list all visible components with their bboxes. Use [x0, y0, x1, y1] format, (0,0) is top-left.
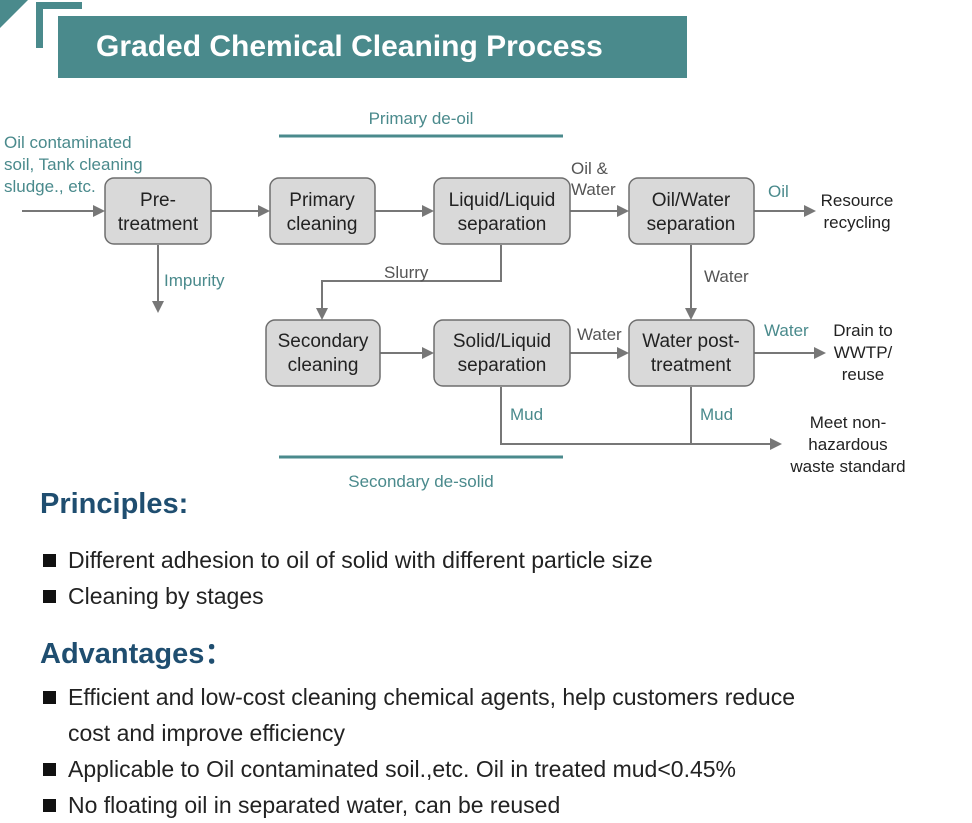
box-label: separation	[458, 355, 547, 376]
oil-water-label-line-1: Oil &	[571, 159, 609, 178]
principle-text: Different adhesion to oil of solid with …	[68, 547, 653, 573]
box-label: separation	[647, 214, 736, 235]
box-label: Liquid/Liquid	[449, 190, 556, 211]
output-waste-line-2: hazardous	[808, 435, 887, 454]
arrow-head	[804, 205, 816, 217]
output-drain-line-1: Drain to	[833, 321, 893, 340]
solid-liquid-separation-box: Solid/Liquid separation	[433, 319, 571, 387]
advantages-heading: Advantages：	[40, 638, 234, 670]
oil-water-label-line-2: Water	[571, 180, 616, 199]
box-label: Solid/Liquid	[453, 331, 551, 352]
primary-stage-label: Primary de-oil	[369, 109, 474, 128]
box-label: Pre-	[140, 190, 176, 211]
arrow-slurry	[321, 245, 502, 309]
process-flow-diagram: Primary de-oil Secondary de-solid Oil co…	[4, 109, 906, 491]
arrow-head	[814, 347, 826, 359]
pretreatment-box: Pre- treatment	[104, 177, 212, 245]
input-label-line-2: soil, Tank cleaning	[4, 155, 143, 174]
bullet-square-icon	[43, 799, 56, 812]
bullet-square-icon	[43, 691, 56, 704]
advantage-item: Applicable to Oil contaminated soil.,etc…	[40, 751, 900, 787]
box-label: Secondary	[278, 331, 369, 352]
primary-cleaning-box: Primary cleaning	[269, 177, 376, 245]
box-label: separation	[458, 214, 547, 235]
arrow-head	[152, 301, 164, 313]
secondary-cleaning-box: Secondary cleaning	[265, 319, 381, 387]
advantage-text: Applicable to Oil contaminated soil.,etc…	[68, 756, 736, 782]
principle-text: Cleaning by stages	[68, 583, 264, 609]
output-resource-line-2: recycling	[823, 213, 890, 232]
box-label: Water post-	[642, 331, 740, 352]
arrow-head	[93, 205, 105, 217]
corner-decoration-horizontal	[36, 2, 82, 9]
output-waste-line-3: waste standard	[789, 457, 905, 476]
advantage-text: Efficient and low-cost cleaning chemical…	[68, 684, 796, 710]
output-drain-line-2: WWTP/	[834, 343, 893, 362]
water-down-label: Water	[704, 267, 749, 286]
arrow-head	[422, 205, 434, 217]
input-label-line-3: sludge., etc.	[4, 177, 96, 196]
principles-list: Different adhesion to oil of solid with …	[40, 542, 900, 614]
output-waste-line-1: Meet non-	[810, 413, 887, 432]
box-label: cleaning	[288, 355, 359, 376]
bullet-square-icon	[43, 590, 56, 603]
box-label: Primary	[289, 190, 355, 211]
output-resource-line-1: Resource	[821, 191, 894, 210]
arrow-head	[316, 308, 328, 320]
arrow-head	[685, 308, 697, 320]
mud-left-label: Mud	[510, 405, 543, 424]
bullet-square-icon	[43, 554, 56, 567]
slurry-label: Slurry	[384, 263, 429, 282]
advantage-item: Efficient and low-cost cleaning chemical…	[40, 679, 900, 751]
mud-right-label: Mud	[700, 405, 733, 424]
principles-heading: Principles:	[40, 488, 189, 520]
advantage-item: No floating oil in separated water, can …	[40, 787, 900, 823]
arrow-mud	[500, 387, 770, 445]
water-post-treatment-box: Water post- treatment	[628, 319, 755, 387]
secondary-stage-label: Secondary de-solid	[348, 472, 494, 491]
advantages-list: Efficient and low-cost cleaning chemical…	[40, 679, 900, 823]
oil-label: Oil	[768, 182, 789, 201]
arrow-head	[258, 205, 270, 217]
corner-decoration-vertical	[36, 2, 43, 48]
box-label: cleaning	[287, 214, 358, 235]
arrow-head	[617, 205, 629, 217]
arrow-head	[770, 438, 782, 450]
water-mid-label: Water	[577, 325, 622, 344]
principle-item: Cleaning by stages	[40, 578, 900, 614]
oil-water-separation-box: Oil/Water separation	[628, 177, 755, 245]
advantage-text-continued: cost and improve efficiency	[68, 720, 345, 746]
impurity-label: Impurity	[164, 271, 225, 290]
corner-decoration-triangle	[0, 0, 28, 28]
water-out-label: Water	[764, 321, 809, 340]
principle-item: Different adhesion to oil of solid with …	[40, 542, 900, 578]
output-drain-line-3: reuse	[842, 365, 885, 384]
advantage-text: No floating oil in separated water, can …	[68, 792, 561, 818]
bullet-square-icon	[43, 763, 56, 776]
input-label-line-1: Oil contaminated	[4, 133, 132, 152]
box-label: Oil/Water	[652, 190, 731, 211]
page-title: Graded Chemical Cleaning Process	[58, 16, 687, 78]
arrow-head	[422, 347, 434, 359]
box-label: treatment	[118, 214, 199, 235]
box-label: treatment	[651, 355, 732, 376]
liquid-liquid-separation-box: Liquid/Liquid separation	[433, 177, 571, 245]
arrow-head	[617, 347, 629, 359]
